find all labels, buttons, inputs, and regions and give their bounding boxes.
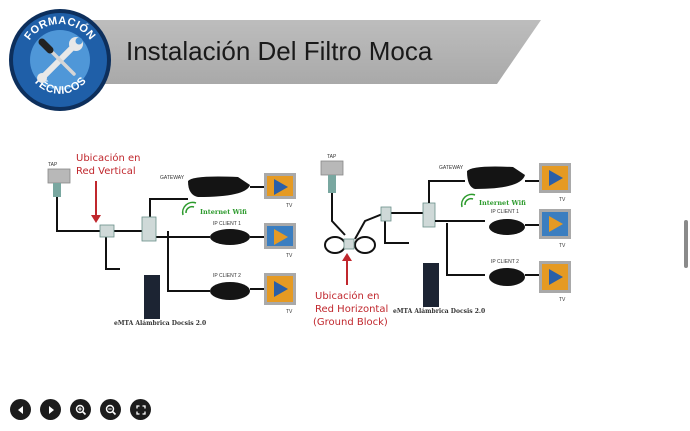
ip-client-device: [210, 282, 250, 300]
tv-device: [264, 223, 296, 249]
ip-client-label: IP CLIENT 1: [491, 209, 519, 215]
emta-device: [423, 263, 439, 307]
wifi-icon: [460, 193, 476, 208]
zoom-out-button[interactable]: [100, 399, 121, 420]
cable: [428, 180, 465, 203]
splitter: [422, 202, 436, 228]
ip-client-label: IP CLIENT 1: [213, 221, 241, 227]
tv-device: [539, 163, 571, 193]
tap-device: [320, 160, 344, 176]
tv-device: [264, 173, 296, 199]
zoom-in-icon: [75, 404, 86, 415]
gateway-label: GATEWAY: [439, 165, 464, 171]
ip-client-device: [210, 229, 250, 245]
previous-button[interactable]: [10, 399, 31, 420]
callout-text: Ubicación en: [76, 152, 140, 164]
tv-label: TV: [559, 197, 566, 203]
tap-device: [47, 168, 71, 184]
wifi-icon: [181, 201, 197, 216]
zoom-out-icon: [105, 404, 116, 415]
zoom-in-button[interactable]: [70, 399, 91, 420]
wifi-label: Internet Wifi: [479, 199, 526, 207]
fullscreen-button[interactable]: [130, 399, 151, 420]
tv-device: [539, 261, 571, 293]
fullscreen-icon: [135, 404, 146, 415]
emta-label: eMTA Alámbrica Docsis 2.0: [393, 308, 485, 315]
cable: [56, 197, 100, 232]
callout-text: (Ground Block): [313, 317, 388, 328]
play-button[interactable]: [40, 399, 61, 420]
tv-label: TV: [286, 253, 293, 259]
formacion-tecnicos-logo: FORMACIÓN TÉCNICOS: [9, 9, 111, 111]
gateway-device: [467, 166, 525, 189]
presentation-controls: [10, 399, 151, 420]
cable: [331, 193, 346, 236]
moca-filter: [99, 224, 115, 238]
cable: [446, 223, 485, 276]
wifi-label: Internet Wifi: [200, 208, 247, 216]
vertical-scrollbar[interactable]: [684, 220, 688, 268]
tv-device: [539, 209, 571, 239]
cable: [149, 198, 188, 221]
tv-device: [264, 273, 296, 305]
cable: [167, 231, 210, 292]
title-banner: [60, 20, 541, 84]
tap-label: TAP: [48, 162, 58, 168]
diagram-horizontal-network: TAP Ubicación en Red Horizontal (Ground …: [313, 151, 575, 333]
ip-client-device: [489, 219, 525, 235]
gateway-label: GATEWAY: [160, 175, 185, 181]
previous-icon: [17, 405, 23, 414]
ip-client-label: IP CLIENT 2: [491, 259, 519, 265]
cable: [105, 237, 120, 270]
callout-text: Red Horizontal: [315, 304, 388, 315]
tv-label: TV: [286, 309, 293, 315]
ground-block: [343, 238, 355, 250]
wrench-screwdriver-icon: [37, 37, 83, 83]
callout-text: Ubicación en: [315, 290, 379, 302]
tap-label: TAP: [327, 154, 337, 160]
emta-device: [144, 275, 160, 319]
play-icon: [48, 405, 54, 414]
ip-client-label: IP CLIENT 2: [213, 273, 241, 279]
tv-label: TV: [559, 243, 566, 249]
cable: [354, 212, 423, 240]
slide-title: Instalación Del Filtro Moca: [126, 36, 433, 66]
splitter: [380, 206, 392, 222]
tv-label: TV: [286, 203, 293, 209]
ip-client-device: [489, 268, 525, 286]
splitter: [141, 216, 157, 242]
emta-label: eMTA Alámbrica Docsis 2.0: [114, 320, 206, 327]
tv-label: TV: [559, 297, 566, 303]
diagram-vertical-network: TAP Ubicación en Red Vertical GATEWAY In…: [38, 151, 300, 328]
gateway-device: [188, 176, 250, 197]
cable: [384, 213, 409, 244]
callout-text: Red Vertical: [76, 166, 136, 177]
